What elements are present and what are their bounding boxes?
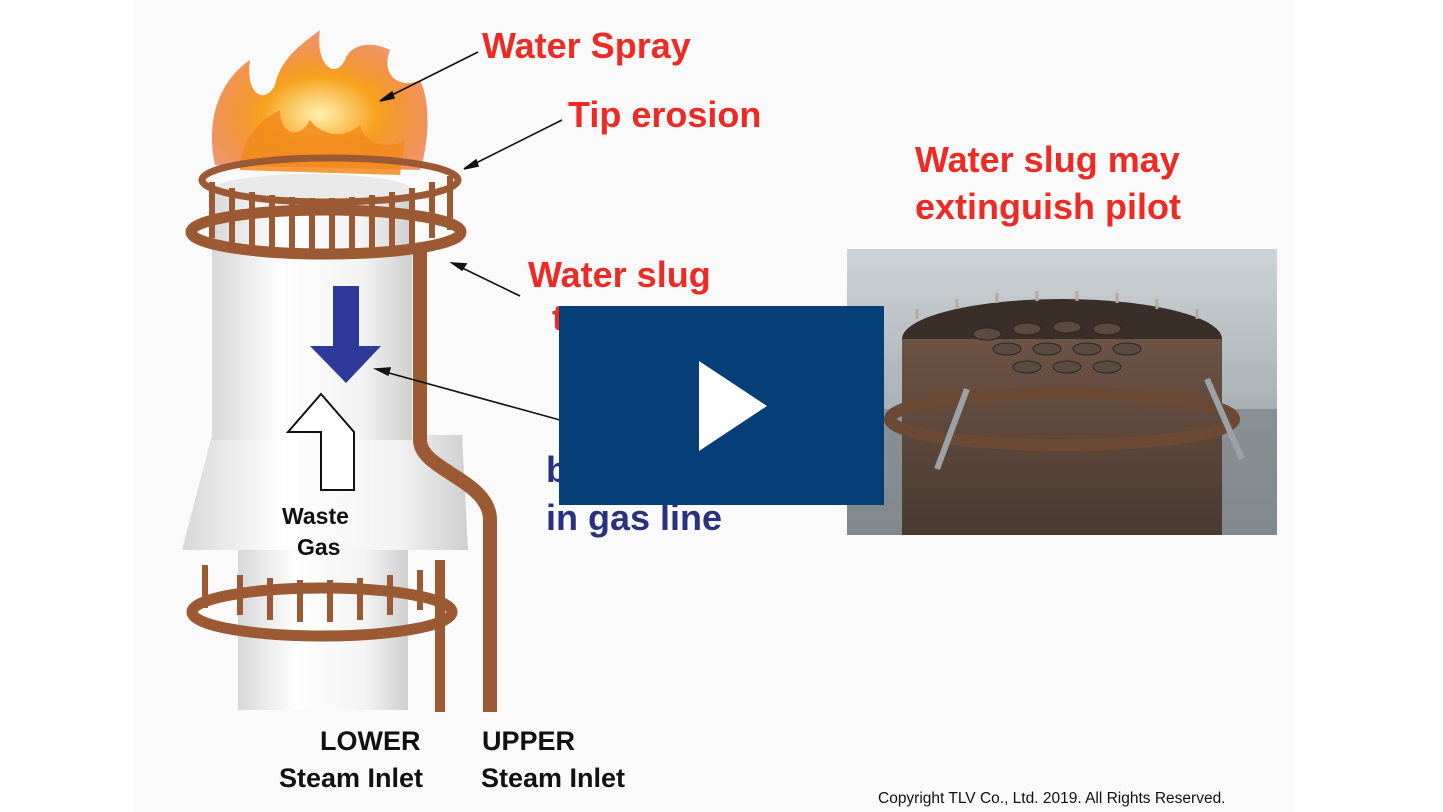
label-upper-steam-inlet: Steam Inlet xyxy=(481,763,626,793)
label-tip-erosion: Tip erosion xyxy=(568,94,762,135)
label-lower-steam-inlet: Steam Inlet xyxy=(279,763,424,793)
tip-ring xyxy=(185,154,467,260)
pointer-lines xyxy=(373,51,563,421)
label-lower: LOWER xyxy=(320,726,421,756)
label-water-slug: Water slug xyxy=(528,254,711,295)
flame-icon xyxy=(211,30,428,175)
play-icon xyxy=(699,361,767,451)
play-button[interactable] xyxy=(559,306,884,505)
label-upper: UPPER xyxy=(482,726,576,756)
label-water-spray: Water Spray xyxy=(482,25,691,66)
label-gas-line: in gas line xyxy=(546,497,723,538)
label-gas: Gas xyxy=(297,534,341,560)
flare-tip-photo xyxy=(847,249,1277,535)
copyright-notice: Copyright TLV Co., Ltd. 2019. All Rights… xyxy=(878,790,1226,807)
stack-cone xyxy=(182,435,468,550)
down-arrow-icon xyxy=(310,286,381,383)
label-extinguish-line2: extinguish pilot xyxy=(915,186,1181,227)
label-extinguish-line1: Water slug may xyxy=(915,139,1180,180)
label-waste: Waste xyxy=(282,503,349,529)
upper-steam-pipe xyxy=(413,250,497,712)
up-arrow-icon xyxy=(285,392,355,491)
